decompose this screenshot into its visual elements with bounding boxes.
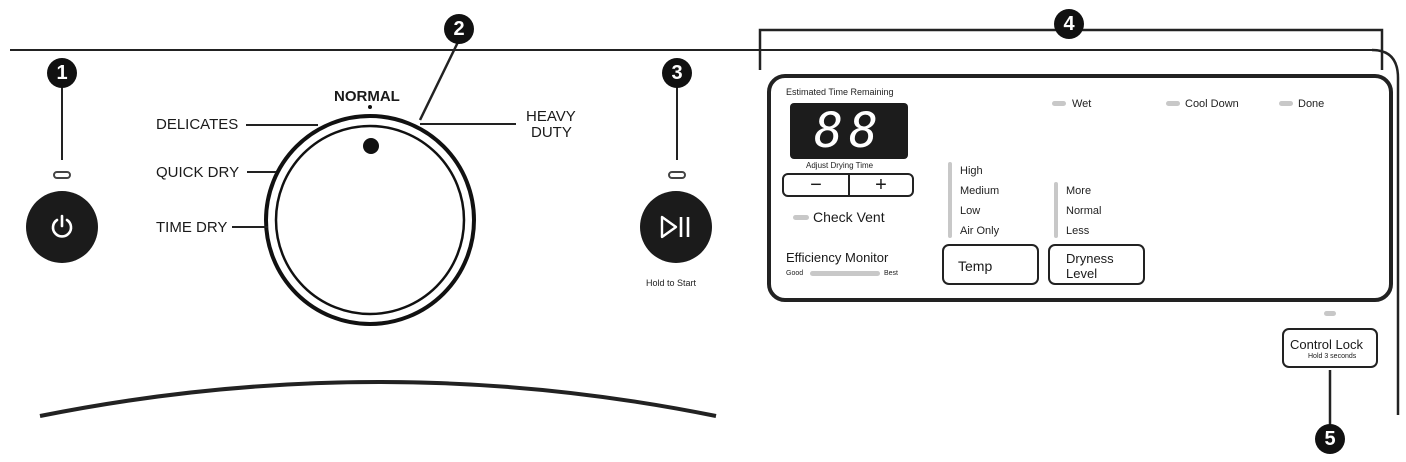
callout-2: 2 bbox=[444, 14, 474, 44]
callout-5: 5 bbox=[1315, 424, 1345, 454]
temp-button-label: Temp bbox=[958, 258, 993, 274]
wet-led bbox=[1052, 101, 1066, 106]
check-vent-led bbox=[793, 215, 809, 220]
dryness-level-bar bbox=[1054, 182, 1058, 238]
dial-label-time-dry: TIME DRY bbox=[156, 219, 228, 236]
temp-level-bar bbox=[948, 162, 952, 238]
time-minus-button[interactable]: − bbox=[784, 175, 850, 195]
temp-button[interactable]: Temp bbox=[942, 244, 1039, 285]
time-adjust-group: − + bbox=[782, 173, 914, 197]
callout-1-number: 1 bbox=[56, 61, 68, 84]
dial-label-normal: NORMAL bbox=[334, 88, 400, 105]
dryness-button-line2: Level bbox=[1066, 266, 1098, 281]
time-plus-button[interactable]: + bbox=[850, 175, 912, 195]
dryness-button-line1: Dryness bbox=[1066, 251, 1114, 266]
control-lock-caption: Hold 3 seconds bbox=[1308, 353, 1357, 360]
cool-down-led bbox=[1166, 101, 1180, 106]
dial-label-duty: DUTY bbox=[531, 124, 572, 141]
dial-label-delicates: DELICATES bbox=[156, 116, 239, 133]
dryness-option-normal: Normal bbox=[1066, 205, 1102, 217]
time-display-digits: 88 bbox=[814, 103, 884, 159]
temp-option-high: High bbox=[960, 165, 983, 177]
display-panel-frame bbox=[767, 74, 1393, 302]
efficiency-best-label: Best bbox=[884, 270, 899, 277]
dial-label-heavy: HEAVY bbox=[526, 108, 576, 125]
hold-to-start-caption: Hold to Start bbox=[646, 278, 697, 288]
callout-4: 4 bbox=[1054, 9, 1084, 39]
callout-3-number: 3 bbox=[671, 61, 683, 84]
dryness-level-button[interactable]: Dryness Level bbox=[1048, 244, 1145, 285]
dial-indicator-dot bbox=[363, 138, 379, 154]
dial-normal-tick bbox=[368, 105, 372, 109]
callout-2-number: 2 bbox=[453, 17, 465, 40]
control-lock-button[interactable]: Control Lock Hold 3 seconds bbox=[1282, 328, 1378, 368]
temp-option-air-only: Air Only bbox=[960, 225, 1000, 237]
callout-3: 3 bbox=[662, 58, 692, 88]
efficiency-meter-bar bbox=[810, 271, 880, 276]
callout-2-leader bbox=[418, 41, 460, 121]
done-led bbox=[1279, 101, 1293, 106]
power-icon bbox=[51, 214, 73, 238]
status-wet: Wet bbox=[1072, 98, 1092, 110]
power-led bbox=[53, 171, 71, 179]
dryness-option-more: More bbox=[1066, 185, 1092, 197]
dryness-option-less: Less bbox=[1066, 225, 1090, 237]
minus-label: − bbox=[810, 174, 822, 196]
lower-arc bbox=[39, 380, 717, 418]
right-edge-curve bbox=[1371, 48, 1400, 415]
start-pause-button[interactable] bbox=[640, 191, 712, 263]
time-display: 88 bbox=[790, 103, 908, 159]
temp-option-low: Low bbox=[960, 205, 981, 217]
start-led bbox=[668, 171, 686, 179]
control-lock-led bbox=[1324, 311, 1336, 316]
adjust-drying-time-label: Adjust Drying Time bbox=[806, 161, 874, 170]
check-vent-label: Check Vent bbox=[813, 209, 885, 225]
callout-4-number: 4 bbox=[1063, 12, 1075, 35]
plus-label: + bbox=[875, 174, 887, 196]
play-pause-icon bbox=[660, 215, 690, 239]
callout-5-number: 5 bbox=[1324, 427, 1336, 450]
status-cool-down: Cool Down bbox=[1185, 98, 1239, 110]
cycle-dial[interactable] bbox=[266, 116, 474, 324]
efficiency-monitor-title: Efficiency Monitor bbox=[786, 250, 889, 265]
status-done: Done bbox=[1298, 98, 1325, 110]
efficiency-good-label: Good bbox=[786, 270, 804, 277]
dial-label-quick-dry: QUICK DRY bbox=[156, 164, 240, 181]
estimated-time-label: Estimated Time Remaining bbox=[786, 87, 894, 97]
control-lock-label: Control Lock bbox=[1290, 337, 1363, 352]
dial-inner-ring bbox=[274, 124, 466, 316]
temp-option-medium: Medium bbox=[960, 185, 1000, 197]
power-button[interactable] bbox=[26, 191, 98, 263]
callout-1: 1 bbox=[47, 58, 77, 88]
